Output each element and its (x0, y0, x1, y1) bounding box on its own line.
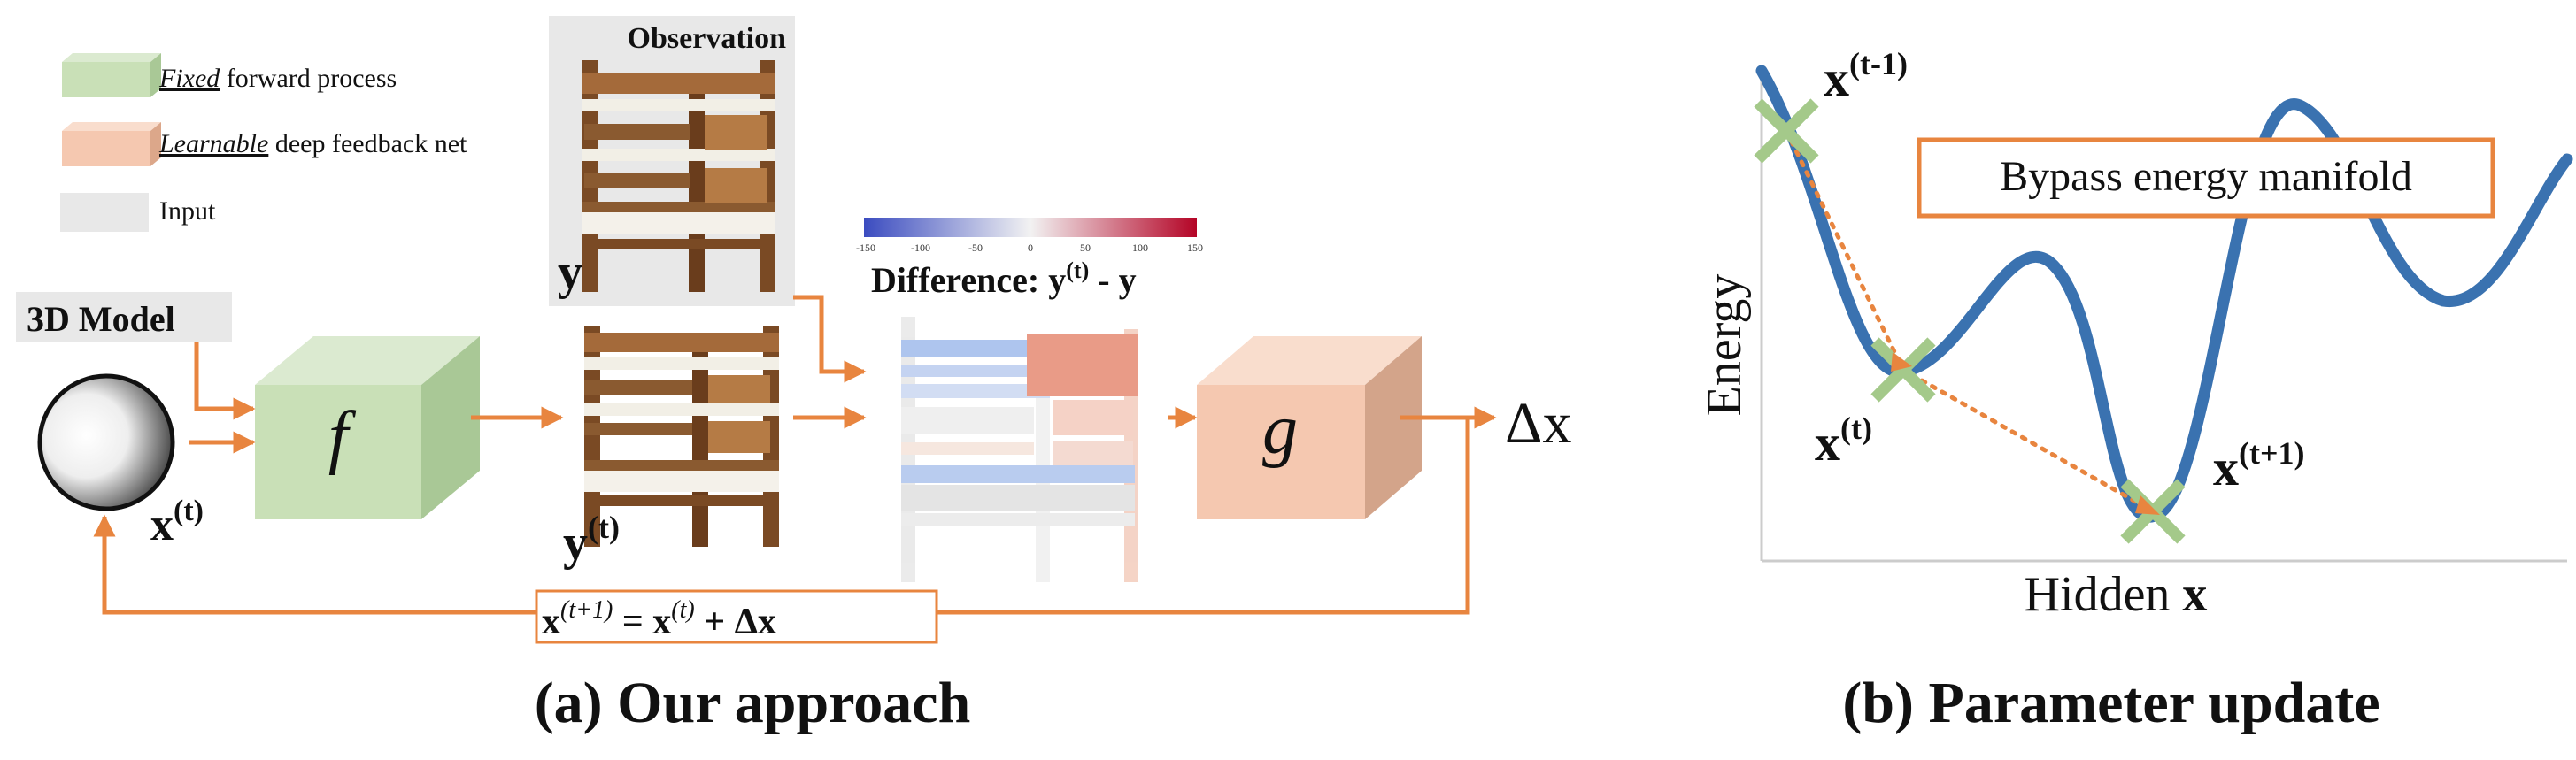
x-axis-label: Hidden x (2025, 567, 2208, 622)
label-x-t-plus-1: x(t+1) (2213, 435, 2304, 496)
legend-learnable-label: Learnable deep feedback net (158, 129, 467, 158)
legend-input-label: Input (159, 196, 216, 226)
colorbar-tick: 100 (1132, 242, 1148, 254)
difference-label: Difference: y(t) - y (871, 257, 1137, 300)
bypass-label: Bypass energy manifold (2000, 153, 2412, 200)
legend-fixed-label: Fixed forward process (158, 64, 397, 93)
panel-b: Energy Hidden x x(t-1) x(t) x(t+1) (1697, 46, 2573, 735)
observation-label: Observation (628, 22, 787, 55)
colorbar-tick: 150 (1187, 242, 1203, 254)
yt-label: y(t) (563, 510, 620, 571)
bypass-box (1917, 137, 2495, 219)
cross-marker (1870, 337, 1936, 403)
colorbar-tick: 50 (1080, 242, 1091, 254)
colorbar-ticks: -150 -100 -50 0 50 100 150 (856, 242, 1203, 254)
rendered-bed-image (584, 326, 779, 547)
f-box (255, 336, 480, 519)
label-x-t: x(t) (1815, 411, 1872, 472)
g-box (1197, 336, 1422, 519)
model-label-bg (16, 292, 232, 342)
difference-heatmap-image (901, 317, 1138, 582)
delta-x-label: Δx (1505, 391, 1571, 456)
arrow-model-to-f (194, 342, 256, 420)
legend: Fixed forward process Learnable deep fee… (60, 53, 467, 232)
colorbar-tick: -150 (856, 242, 875, 254)
arrow-obs-to-diff (793, 295, 867, 383)
g-label: g (1262, 391, 1298, 469)
legend-learnable-swatch (62, 122, 161, 166)
sphere-model (37, 373, 175, 511)
model-label: 3D Model (27, 299, 175, 339)
xt-label: x(t) (150, 495, 204, 550)
colorbar-tick: 0 (1028, 242, 1033, 254)
panel-a: 3D Model x(t) f Observation (16, 16, 1571, 735)
y-label: y (558, 245, 582, 300)
caption-a: (a) Our approach (535, 671, 971, 735)
arrowhead-icon (2135, 495, 2160, 515)
difference-colorbar (864, 218, 1197, 237)
cross-marker (1754, 98, 1819, 164)
arrowhead-icon (1891, 352, 1912, 372)
colorbar-tick: -100 (911, 242, 930, 254)
update-equation-box (535, 589, 938, 644)
legend-input-swatch (60, 193, 149, 232)
legend-fixed-swatch (62, 53, 161, 97)
observation-bed-image (582, 60, 775, 292)
colorbar-tick: -50 (968, 242, 983, 254)
caption-b: (b) Parameter update (1842, 671, 2379, 735)
y-axis-label: Energy (1697, 274, 1752, 417)
update-equation: x(t+1) = x(t) + Δx (542, 596, 776, 642)
label-x-t-minus-1: x(t-1) (1824, 46, 1908, 107)
